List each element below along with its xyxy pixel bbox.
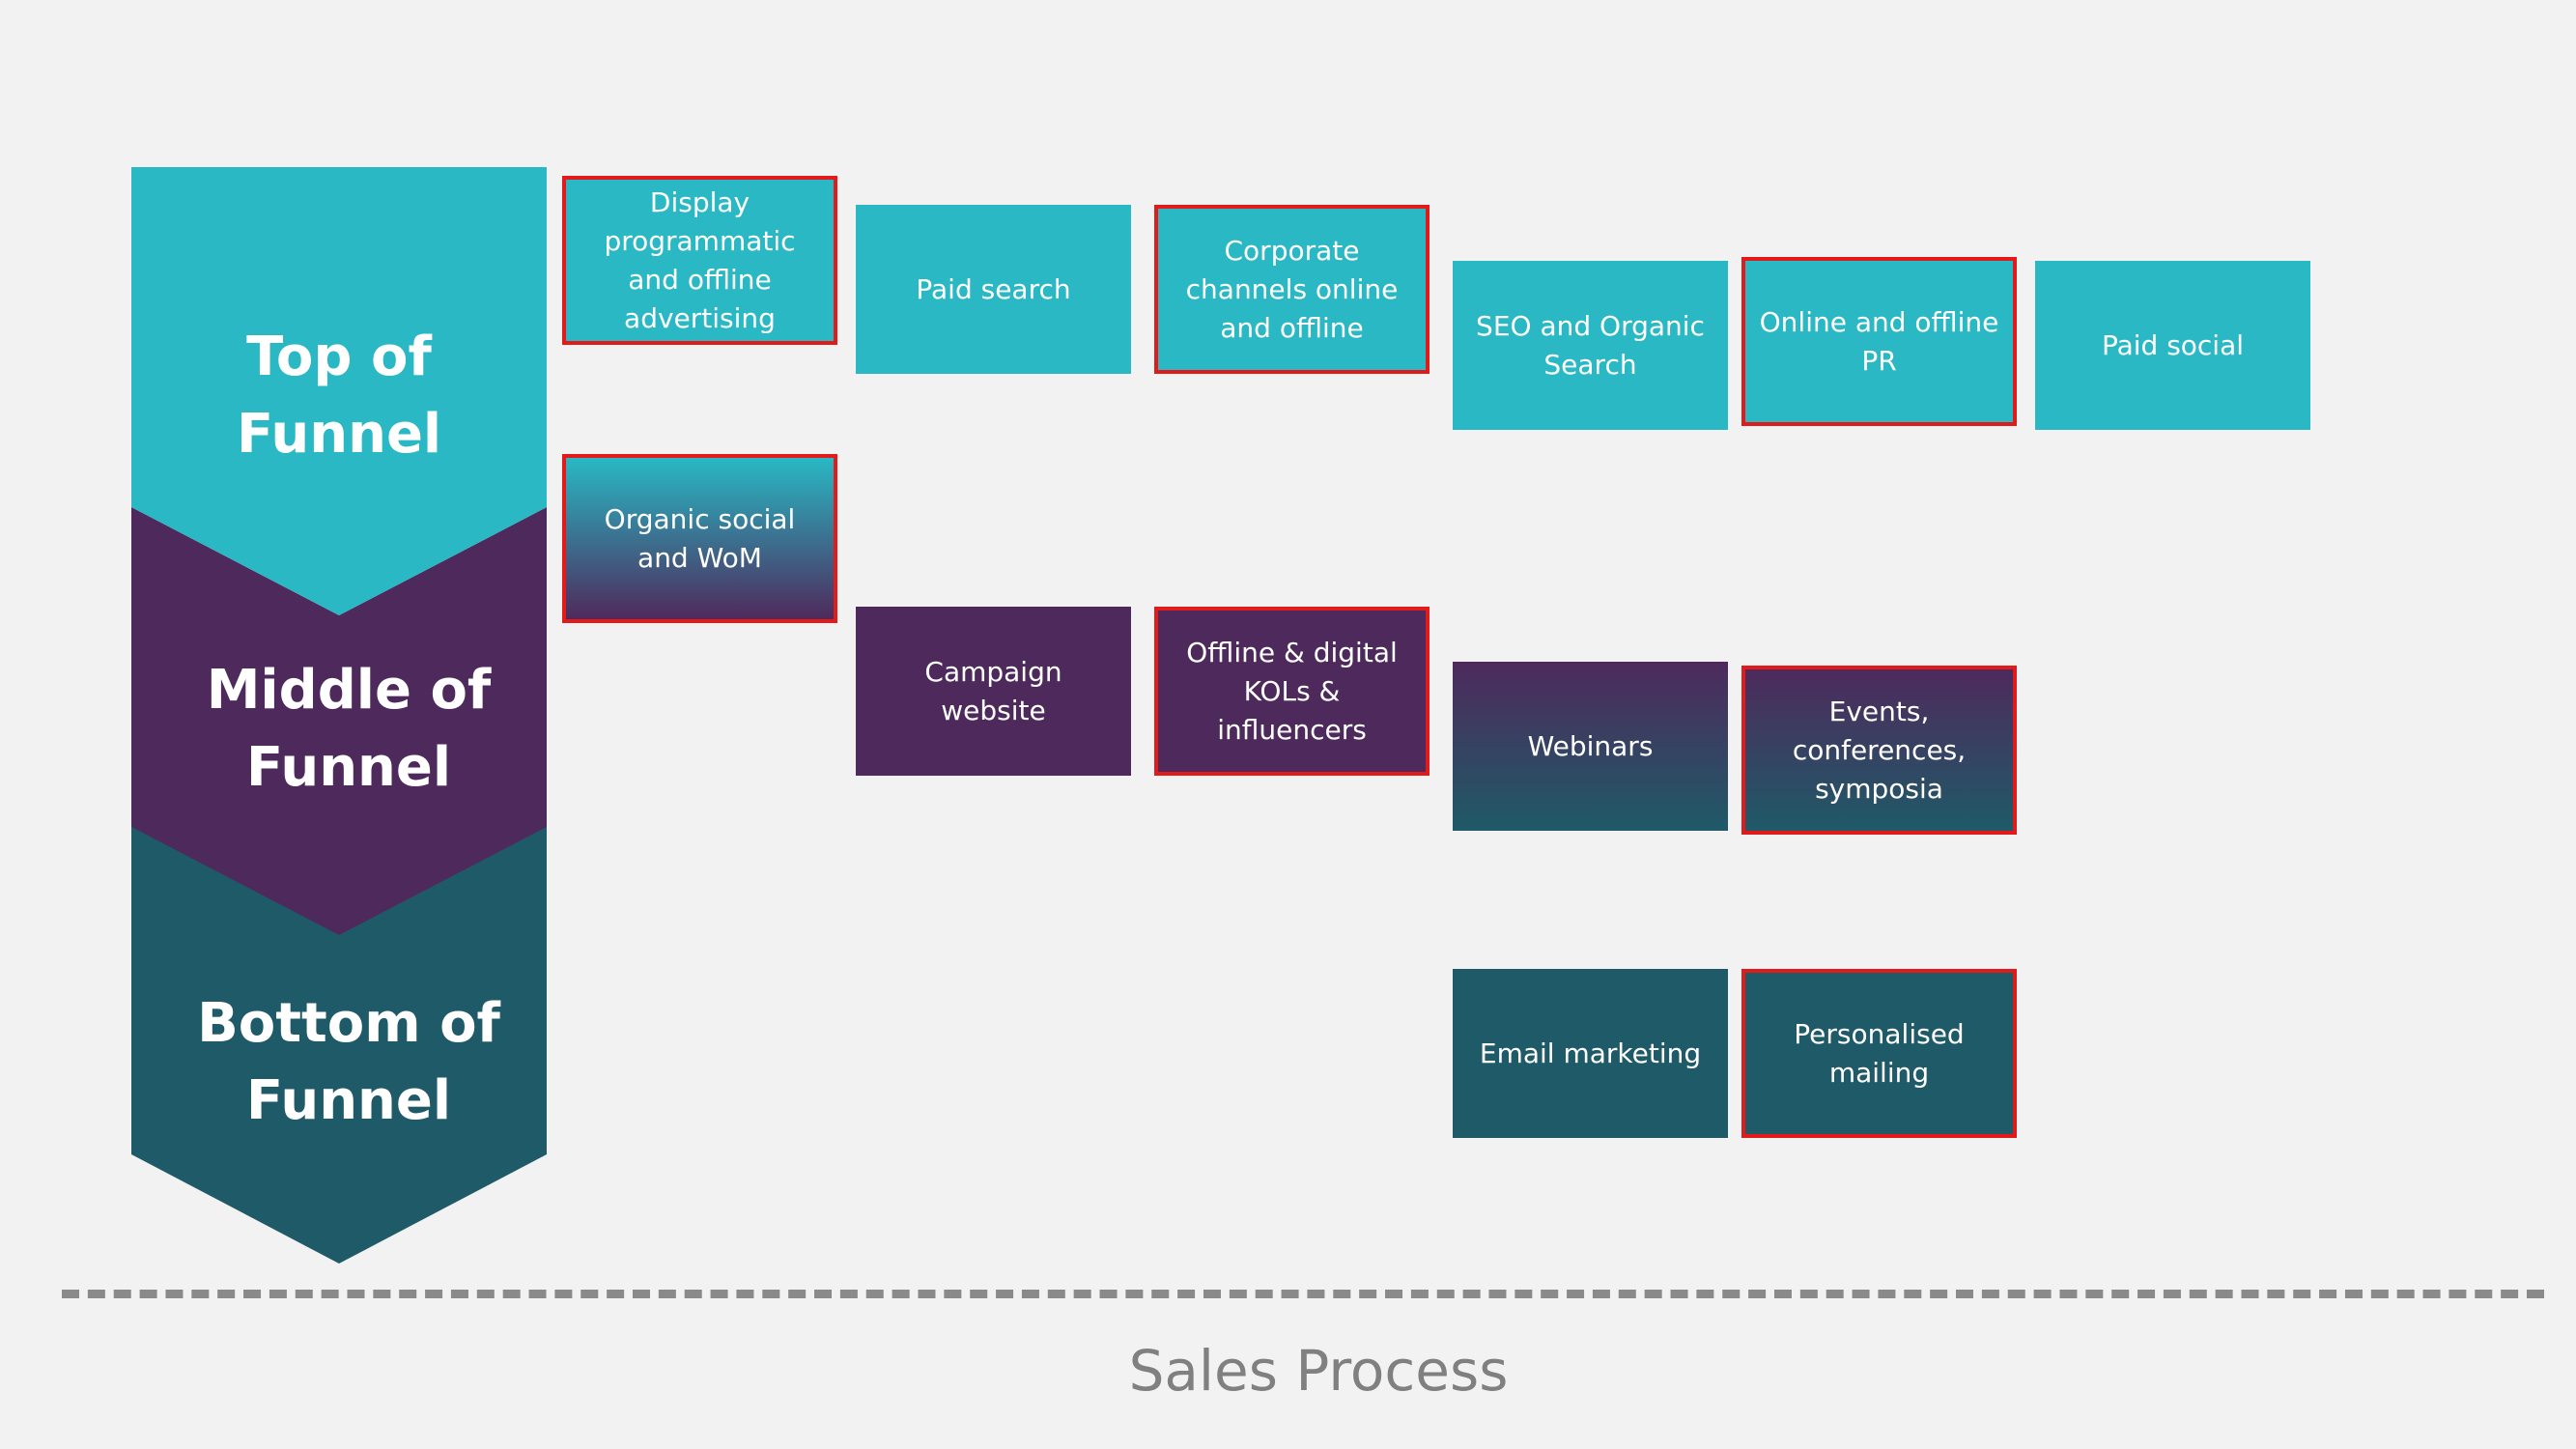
tile-label: Webinars bbox=[1527, 729, 1654, 762]
sales-process-label: Sales Process bbox=[1128, 1338, 1509, 1404]
funnel-stage-middle-label: Middle of Funnel bbox=[206, 659, 492, 799]
tile-online-offline-pr: Online and offline PR bbox=[1741, 257, 2017, 426]
tile-seo-organic: SEO and Organic Search bbox=[1453, 261, 1728, 430]
sales-process-dashed-axis bbox=[62, 1290, 2544, 1298]
tile-label: Paid search bbox=[916, 272, 1071, 305]
tile-label: Corporate channels online and offline bbox=[1185, 234, 1399, 344]
tile-paid-social: Paid social bbox=[2035, 261, 2310, 430]
tile-label: Campaign website bbox=[924, 655, 1062, 726]
tile-personalised-mailing: Personalised mailing bbox=[1741, 969, 2017, 1138]
funnel-chevron-top bbox=[131, 167, 547, 615]
tile-webinars: Webinars bbox=[1453, 662, 1728, 831]
tile-label: Offline & digital KOLs & influencers bbox=[1186, 636, 1398, 746]
tile-campaign-website: Campaign website bbox=[856, 607, 1131, 776]
tile-label: Events, conferences, symposia bbox=[1792, 695, 1967, 805]
tile-paid-search: Paid search bbox=[856, 205, 1131, 374]
tile-label: Display programmatic and offline adverti… bbox=[604, 185, 796, 334]
tile-label: Organic social and WoM bbox=[604, 502, 796, 574]
tile-label: Personalised mailing bbox=[1794, 1017, 1965, 1089]
tile-label: Paid social bbox=[2101, 328, 2245, 361]
tile-kols-influencers: Offline & digital KOLs & influencers bbox=[1154, 607, 1430, 776]
tile-label: Online and offline PR bbox=[1759, 305, 1999, 377]
funnel-chevron-bottom bbox=[131, 825, 547, 1264]
funnel-chevron-middle bbox=[131, 507, 547, 935]
funnel-stage-bottom-label: Bottom of Funnel bbox=[197, 992, 500, 1132]
tile-display-programmatic: Display programmatic and offline adverti… bbox=[562, 176, 837, 345]
tile-email-marketing: Email marketing bbox=[1453, 969, 1728, 1138]
tile-label: SEO and Organic Search bbox=[1476, 309, 1705, 381]
funnel-stage-top-label: Top of Funnel bbox=[236, 326, 442, 466]
tile-corporate-channels: Corporate channels online and offline bbox=[1154, 205, 1430, 374]
tile-label: Email marketing bbox=[1479, 1037, 1702, 1069]
tile-organic-social: Organic social and WoM bbox=[562, 454, 837, 623]
tile-events-conferences: Events, conferences, symposia bbox=[1741, 666, 2017, 835]
